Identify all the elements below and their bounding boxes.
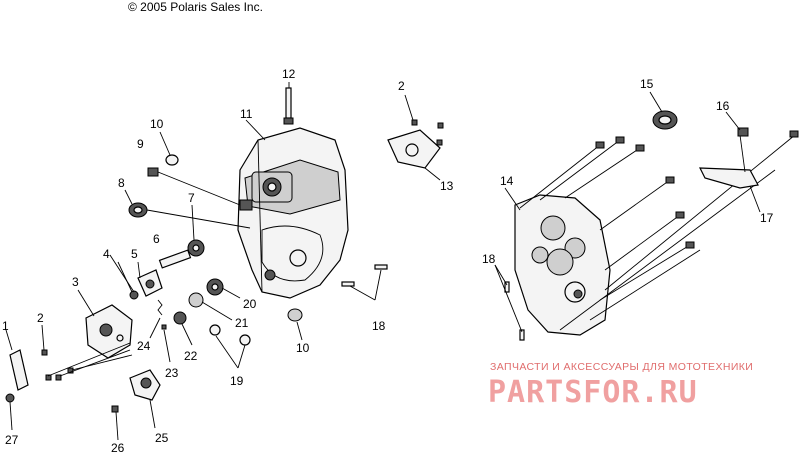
callout-26: 26 <box>111 441 125 453</box>
callout-12: 12 <box>282 67 296 81</box>
gearcase-cover <box>514 194 611 336</box>
callout-11: 11 <box>240 107 253 121</box>
watermark-tagline: ЗАПЧАСТИ И АКСЕССУАРЫ ДЛЯ МОТОТЕХНИКИ <box>490 361 753 373</box>
seal <box>652 110 678 130</box>
callout-5: 5 <box>131 247 138 261</box>
callout-22: 22 <box>184 349 198 363</box>
callout-8: 8 <box>118 176 125 190</box>
callout-25: 25 <box>155 431 169 445</box>
callout-16: 16 <box>716 99 730 113</box>
callout-14: 14 <box>500 174 514 188</box>
callout-4: 4 <box>103 247 110 261</box>
gasket-plate <box>387 94 444 181</box>
callout-15: 15 <box>640 77 654 91</box>
callout-18: 18 <box>372 319 386 333</box>
cap <box>287 308 303 322</box>
callout-23: 23 <box>165 366 179 380</box>
gearcase-housing <box>237 127 349 299</box>
callout-13: 13 <box>440 179 454 193</box>
callout-6: 6 <box>153 232 160 246</box>
dowel-pins <box>341 264 525 341</box>
watermark-logo: PARTSFOR.RU <box>488 375 698 410</box>
small-cover <box>85 254 139 359</box>
callout-24: 24 <box>137 339 151 353</box>
small-bolts <box>41 342 133 381</box>
sensor <box>111 369 161 413</box>
shift-lever <box>137 269 163 297</box>
gear-cluster <box>157 278 251 346</box>
bracket <box>699 127 759 189</box>
callout-3: 3 <box>72 275 79 289</box>
callout-17: 17 <box>760 211 774 225</box>
callout-10: 10 <box>150 117 164 131</box>
shaft-gear <box>158 204 205 269</box>
pin <box>283 87 294 125</box>
callout-1: 1 <box>2 319 9 333</box>
watermark: ЗАПЧАСТИ И АКСЕССУАРЫ ДЛЯ МОТОТЕХНИКИ PA… <box>488 361 753 410</box>
callout-20: 20 <box>243 297 257 311</box>
callout-labels: 1 2 3 4 5 6 7 8 9 10 11 12 2 13 14 15 16… <box>2 67 774 453</box>
bearing <box>128 202 251 229</box>
callout-10b: 10 <box>296 341 310 355</box>
leader-lines <box>9 82 761 441</box>
callout-2b: 2 <box>398 79 405 93</box>
cover-bolts <box>519 130 799 331</box>
lever-link <box>5 329 29 403</box>
callout-7: 7 <box>188 191 195 205</box>
callout-21: 21 <box>235 316 249 330</box>
callout-19: 19 <box>230 374 244 388</box>
callout-2: 2 <box>37 311 44 325</box>
washer-parts <box>147 154 241 206</box>
copyright-notice: © 2005 Polaris Sales Inc. <box>128 0 263 14</box>
callout-18b: 18 <box>482 252 496 266</box>
callout-9: 9 <box>137 137 144 151</box>
callout-27: 27 <box>5 433 19 447</box>
